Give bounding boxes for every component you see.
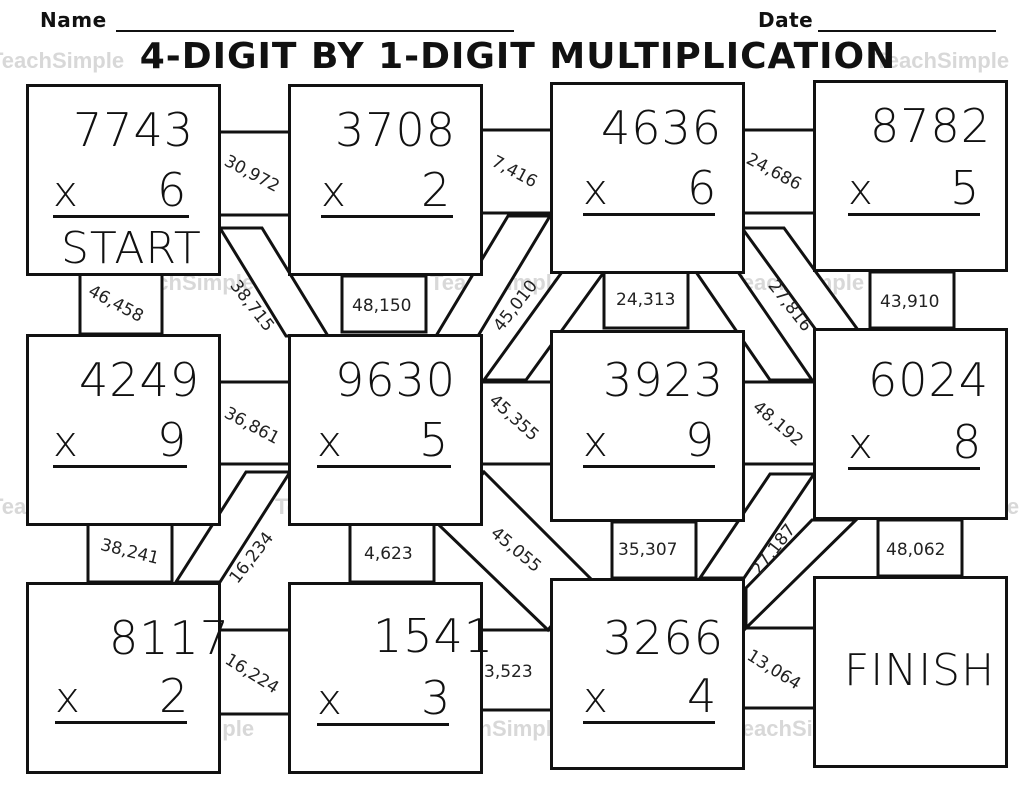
- problem-operator: x: [53, 167, 78, 216]
- problem-top-number: 1541: [373, 609, 495, 663]
- problem-operator: x: [55, 673, 80, 722]
- problem-box: 8117 x 2: [26, 582, 229, 774]
- problem-operator: x: [317, 675, 342, 724]
- problem-top-number: 3708: [335, 103, 457, 157]
- problem-box: 1541 x 3: [288, 582, 493, 774]
- problem-operator: x: [583, 673, 608, 722]
- problem-multiplier: 6: [157, 163, 188, 217]
- problem-multiplier: 2: [421, 163, 452, 217]
- answer-label: 35,307: [618, 540, 678, 560]
- problem-multiplier: 3: [421, 671, 452, 725]
- problem-multiplier: 5: [950, 161, 981, 215]
- problem-top-number: 3923: [603, 353, 725, 407]
- problem-top-number: 4636: [601, 101, 723, 155]
- problem-multiplier: 8: [952, 415, 983, 469]
- watermark: TeachSimple: [875, 48, 1010, 73]
- problem-box: 7743 x 6 START: [26, 84, 221, 276]
- problem-operator: x: [848, 165, 873, 214]
- problem-top-number: 4249: [79, 353, 201, 407]
- answer-label: 48,062: [886, 540, 946, 560]
- problem-multiplier: 4: [687, 669, 718, 723]
- problem-box: 6024 x 8: [813, 328, 1008, 520]
- problem-box: 4636 x 6: [550, 82, 745, 274]
- problem-operator: x: [583, 417, 608, 466]
- name-label: Name: [40, 8, 107, 32]
- problem-box: 8782 x 5: [813, 80, 1008, 272]
- problem-rule: [583, 721, 715, 724]
- problem-operator: x: [583, 165, 608, 214]
- finish-label: FINISH: [844, 645, 996, 696]
- problem-rule: [583, 465, 715, 468]
- problem-operator: x: [321, 167, 346, 216]
- answer-label: 48,150: [352, 296, 412, 316]
- finish-box: FINISH: [813, 576, 1008, 768]
- problem-operator: x: [317, 417, 342, 466]
- problem-top-number: 6024: [868, 353, 990, 407]
- problem-rule: [317, 723, 449, 726]
- start-label: START: [61, 223, 202, 274]
- answer-label: 3,523: [484, 662, 533, 682]
- problem-box: 4249 x 9: [26, 334, 221, 526]
- problem-box: 3266 x 4: [550, 578, 745, 770]
- answer-label: 43,910: [880, 292, 940, 312]
- answer-label: 24,313: [616, 290, 676, 310]
- problem-rule: [53, 215, 189, 218]
- date-label: Date: [758, 8, 814, 32]
- problem-multiplier: 9: [685, 413, 716, 467]
- problem-operator: x: [848, 419, 873, 468]
- problem-rule: [55, 721, 187, 724]
- watermark: TeachSimple: [0, 48, 125, 73]
- answer-label: 4,623: [364, 544, 413, 564]
- problem-rule: [848, 467, 980, 470]
- date-line[interactable]: [818, 30, 996, 32]
- name-line[interactable]: [116, 30, 514, 32]
- problem-box: 3923 x 9: [550, 330, 745, 522]
- problem-rule: [317, 465, 451, 468]
- problem-top-number: 3266: [603, 611, 725, 665]
- problem-box: 3708 x 2: [288, 84, 483, 276]
- problem-rule: [321, 215, 453, 218]
- problem-top-number: 7743: [73, 103, 195, 157]
- problem-top-number: 8782: [870, 99, 992, 153]
- problem-multiplier: 2: [159, 669, 190, 723]
- problem-multiplier: 5: [419, 413, 450, 467]
- problem-box: 9630 x 5: [288, 334, 483, 526]
- problem-operator: x: [53, 417, 78, 466]
- problem-multiplier: 9: [157, 413, 188, 467]
- problem-rule: [583, 213, 715, 216]
- problem-rule: [848, 213, 980, 216]
- page-title: 4-DIGIT BY 1-DIGIT MULTIPLICATION: [139, 36, 897, 77]
- problem-top-number: 8117: [109, 611, 231, 665]
- problem-rule: [53, 465, 187, 468]
- problem-multiplier: 6: [687, 161, 718, 215]
- problem-top-number: 9630: [335, 353, 457, 407]
